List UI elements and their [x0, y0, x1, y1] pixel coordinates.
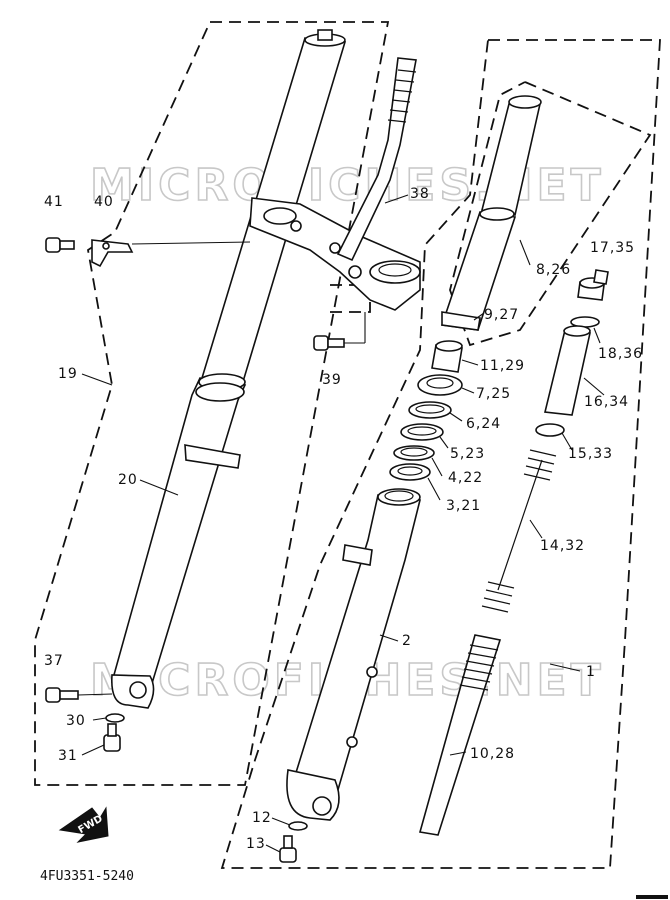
label-7-25: 7,25: [476, 386, 511, 402]
outline-steering-group: [330, 284, 371, 313]
label-17-35: 17,35: [590, 240, 635, 256]
label-1: 1: [586, 664, 596, 680]
bushing-4: [393, 445, 435, 461]
washer-30: [105, 713, 125, 723]
leader-10-28: [449, 751, 467, 756]
leader-20: [139, 479, 179, 496]
steering-stem: [336, 57, 417, 262]
leader-7-25: [461, 387, 475, 394]
label-41: 41: [44, 194, 64, 210]
washer-12: [288, 821, 308, 831]
label-3-21: 3,21: [446, 498, 481, 514]
label-4-22: 4,22: [448, 470, 483, 486]
label-30: 30: [66, 713, 86, 729]
leader-38: [384, 194, 409, 204]
label-11-29: 11,29: [480, 358, 525, 374]
leader-14-32: [529, 519, 543, 539]
inner-tube-lower: [440, 207, 517, 331]
label-37: 37: [44, 653, 64, 669]
bolt-37: [45, 687, 79, 703]
label-2: 2: [402, 633, 412, 649]
bracket-40: [91, 239, 134, 268]
leader-31: [81, 744, 105, 756]
diagram-code: 4FU3351-5240: [40, 869, 134, 884]
leader-9-27: [473, 312, 485, 321]
label-38: 38: [410, 186, 430, 202]
fork-spring-14: [481, 449, 557, 613]
damper-rod-10: [418, 634, 502, 836]
leader-6-24: [449, 412, 463, 422]
label-8-26: 8,26: [536, 262, 571, 278]
leader-16-34: [583, 377, 605, 396]
leader-11-29: [461, 359, 479, 366]
label-14-32: 14,32: [540, 538, 585, 554]
label-40: 40: [94, 194, 114, 210]
inner-tube-upper: [481, 95, 542, 216]
bolt-39: [313, 335, 345, 351]
label-15-33: 15,33: [568, 446, 613, 462]
clip-6: [408, 401, 452, 419]
leader-15-33: [561, 432, 573, 451]
outline-left-assembly: [34, 21, 390, 786]
outer-tube-left: [111, 373, 247, 709]
spacer-16: [544, 325, 591, 416]
leader-18-36: [593, 327, 601, 344]
spring-seat-15: [535, 423, 565, 437]
outer-tube-right: [286, 488, 421, 821]
drain-bolt-31: [103, 723, 121, 752]
washer-5: [400, 423, 444, 441]
label-16-34: 16,34: [584, 394, 629, 410]
leader-3-21: [427, 477, 441, 501]
bolt-41: [45, 237, 75, 253]
label-5-23: 5,23: [450, 446, 485, 462]
label-19: 19: [58, 366, 78, 382]
label-12: 12: [252, 810, 272, 826]
leader-19: [81, 373, 113, 386]
label-9-27: 9,27: [484, 307, 519, 323]
fwd-badge: FWD: [58, 806, 109, 843]
bushing-11: [431, 340, 463, 373]
bolt-13: [279, 835, 297, 863]
leader-bracket-to-clamp: [131, 241, 251, 245]
leader-4-22: [431, 457, 443, 477]
leader-12: [271, 817, 291, 826]
leader-2: [379, 634, 399, 642]
label-39: 39: [322, 372, 342, 388]
leader-30: [92, 717, 107, 721]
leader-13: [265, 844, 281, 853]
cap-bolt-17: [577, 269, 609, 301]
label-20: 20: [118, 472, 138, 488]
under-bracket-38: [249, 197, 421, 311]
leader-5-23: [439, 436, 449, 449]
label-18-36: 18,36: [598, 346, 643, 362]
corner-mark: [636, 895, 668, 899]
oil-seal-7: [417, 374, 463, 396]
label-10-28: 10,28: [470, 746, 515, 762]
leader-8-26: [519, 239, 531, 266]
piston-metal-3: [389, 463, 431, 481]
label-31: 31: [58, 748, 78, 764]
leader-1: [549, 663, 581, 672]
label-13: 13: [246, 836, 266, 852]
watermark-top: MICROFICHES.NET: [90, 160, 605, 211]
outline-inner-tube-group: [449, 81, 652, 347]
label-6-24: 6,24: [466, 416, 501, 432]
leader-37: [77, 693, 113, 696]
outline-right-assembly: [220, 39, 661, 869]
